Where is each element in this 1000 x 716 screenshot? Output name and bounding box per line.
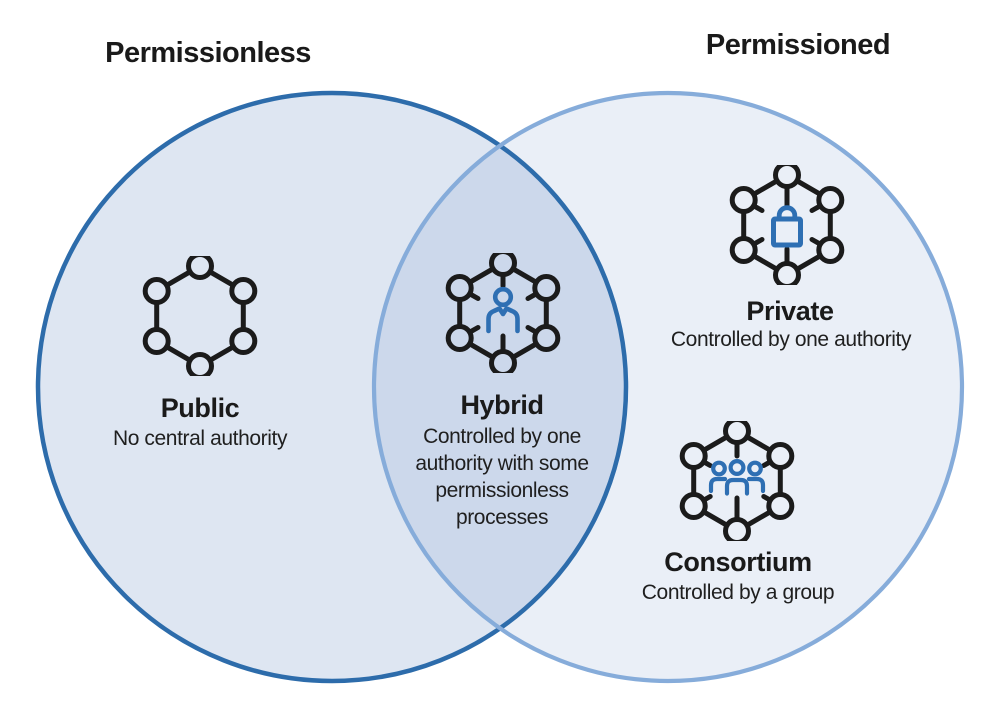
permissionless-circle-outline [35, 90, 629, 684]
lock-icon [771, 205, 803, 248]
public-label: Public [160, 393, 240, 423]
permissioned-title: Permissioned [705, 29, 891, 61]
private-label: Private [746, 296, 834, 326]
hybrid-description: Controlled by one authority with some pe… [415, 425, 589, 529]
person-icon [486, 286, 520, 334]
private-description: Controlled by one authority [670, 328, 912, 351]
hexagon-network-person-icon [445, 253, 561, 373]
consortium-description: Controlled by a group [641, 581, 835, 604]
hexagon-network-lock-icon [729, 165, 845, 285]
permissioned-circle-outline [371, 90, 965, 684]
permissionless-circle-fill [38, 93, 626, 681]
hexagon-network-icon [142, 256, 258, 376]
consortium-label: Consortium [664, 547, 812, 577]
group-icon [708, 458, 766, 496]
hexagon-network-group-icon [679, 421, 795, 541]
hybrid-label: Hybrid [460, 390, 544, 420]
permissionless-title: Permissionless [105, 37, 311, 69]
public-description: No central authority [112, 427, 288, 450]
